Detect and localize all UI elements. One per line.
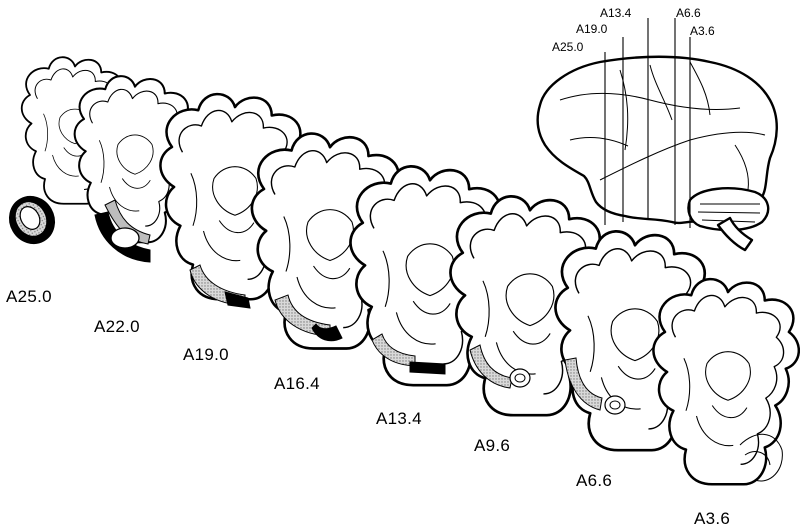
section-a22 xyxy=(73,75,194,263)
label-a6: A6.6 xyxy=(576,471,613,490)
section-a19 xyxy=(159,92,308,309)
brain-label-a25: A25.0 xyxy=(552,40,584,54)
label-a25: A25.0 xyxy=(6,287,52,306)
section-a16 xyxy=(250,132,406,350)
section-a25 xyxy=(8,195,56,245)
section-a3 xyxy=(652,277,800,486)
label-a3: A3.6 xyxy=(694,509,731,528)
brain-lateral-view xyxy=(536,18,778,252)
label-a13: A13.4 xyxy=(376,409,422,428)
label-a19: A19.0 xyxy=(183,345,229,364)
label-a22: A22.0 xyxy=(94,317,140,336)
section-a13 xyxy=(349,165,507,387)
label-a16: A16.4 xyxy=(274,374,320,393)
section-a9 xyxy=(449,195,607,417)
label-a9: A9.6 xyxy=(474,436,511,455)
brain-label-a19: A19.0 xyxy=(576,22,608,36)
brain-label-a13: A13.4 xyxy=(600,6,632,20)
section-a6 xyxy=(554,230,712,452)
brain-label-a6: A6.6 xyxy=(676,6,701,20)
brain-label-a3: A3.6 xyxy=(690,24,715,38)
